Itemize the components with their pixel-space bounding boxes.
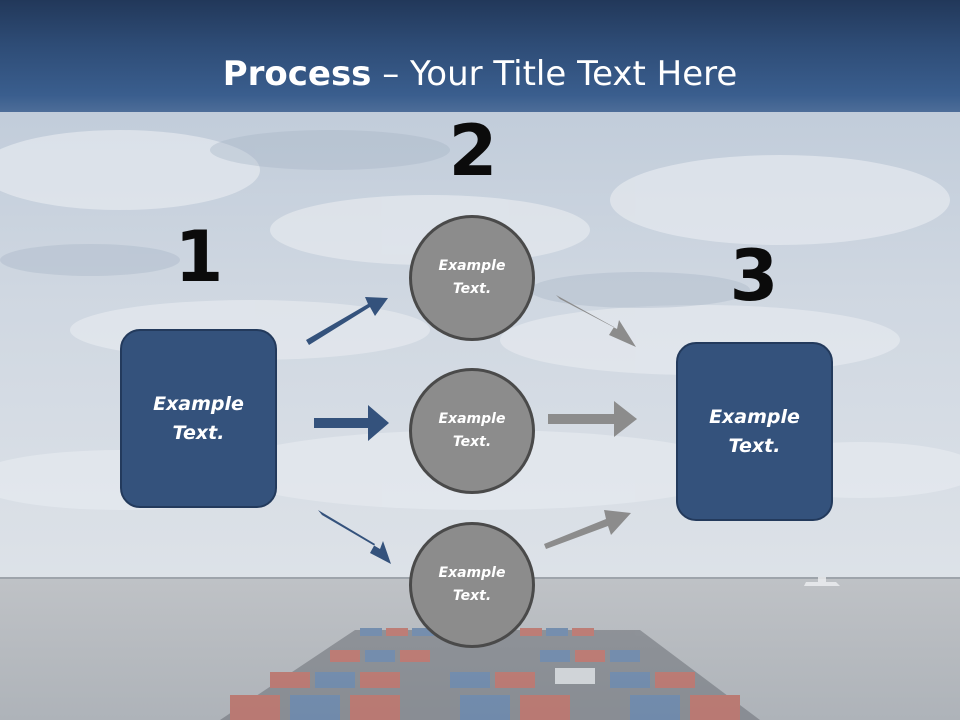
arrow-top-to-3	[556, 295, 636, 347]
circle-top-label: Example Text.	[438, 258, 506, 297]
title-banner	[0, 0, 960, 112]
step-number-3: 3	[729, 235, 779, 317]
step-1-box: Example Text.	[120, 329, 277, 508]
step-2-circle-bottom: Example Text.	[409, 522, 535, 648]
step-1-label: Example Text.	[153, 392, 244, 444]
step-number-1: 1	[174, 216, 224, 298]
step-2-circle-top: Example Text.	[409, 215, 535, 341]
circle-bottom-label: Example Text.	[438, 565, 506, 604]
arrow-1-to-middle	[314, 405, 389, 441]
arrow-bottom-to-3	[544, 510, 631, 549]
circle-middle-label: Example Text.	[438, 411, 506, 450]
title-rest: – Your Title Text Here	[371, 54, 738, 94]
arrow-1-to-top	[306, 297, 388, 345]
step-3-label: Example Text.	[709, 405, 800, 457]
step-2-circle-middle: Example Text.	[409, 368, 535, 494]
arrow-1-to-bottom	[318, 510, 391, 564]
arrow-middle-to-3	[548, 401, 637, 437]
title-strong: Process	[222, 54, 372, 94]
step-number-2: 2	[448, 110, 498, 192]
step-3-box: Example Text.	[676, 342, 833, 521]
slide-title: Process – Your Title Text Here	[0, 52, 960, 96]
